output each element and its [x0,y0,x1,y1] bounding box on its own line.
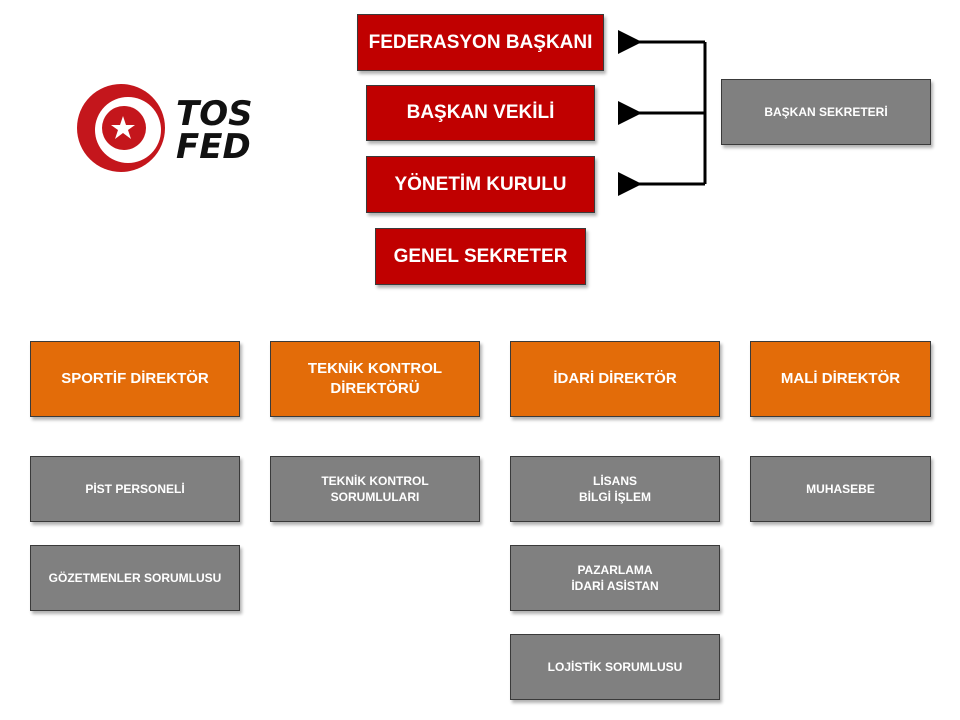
svg-text:TOS: TOS [176,94,253,134]
box-label: MUHASEBE [806,481,875,496]
box-label: TEKNİK KONTROL SORUMLULARI [321,473,429,504]
box-label: PAZARLAMA İDARİ ASİSTAN [571,562,659,593]
box-label: FEDERASYON BAŞKANI [368,31,593,53]
box-label: GENEL SEKRETER [393,245,568,267]
box-label: PİST PERSONELİ [85,481,185,496]
vice-president-box: BAŞKAN VEKİLİ [366,85,595,141]
secretary-general-box: GENEL SEKRETER [375,228,586,285]
unit-box: PAZARLAMA İDARİ ASİSTAN [510,545,720,611]
board-box: YÖNETİM KURULU [366,156,595,213]
unit-box: GÖZETMENLER SORUMLUSU [30,545,240,611]
unit-box: MUHASEBE [750,456,931,522]
finance-director-box: MALİ DİREKTÖR [750,341,931,417]
unit-box: LİSANS BİLGİ İŞLEM [510,456,720,522]
unit-box: TEKNİK KONTROL SORUMLULARI [270,456,480,522]
box-label: YÖNETİM KURULU [394,173,567,195]
sporting-director-box: SPORTİF DİREKTÖR [30,341,240,417]
technical-director-box: TEKNİK KONTROL DİREKTÖRÜ [270,341,480,417]
svg-text:FED: FED [176,127,251,167]
box-label: BAŞKAN VEKİLİ [406,102,555,124]
president-secretary-box: BAŞKAN SEKRETERİ [721,79,931,145]
box-label: MALİ DİREKTÖR [780,369,901,387]
box-label: LİSANS BİLGİ İŞLEM [579,473,651,504]
box-label: BAŞKAN SEKRETERİ [764,104,888,119]
box-label: SPORTİF DİREKTÖR [61,369,209,387]
tosfed-logo: TOS FED [77,84,253,172]
unit-box: PİST PERSONELİ [30,456,240,522]
unit-box: LOJİSTİK SORUMLUSU [510,634,720,700]
box-label: İDARİ DİREKTÖR [553,369,677,387]
admin-director-box: İDARİ DİREKTÖR [510,341,720,417]
federation-president-box: FEDERASYON BAŞKANI [357,14,604,71]
star-icon [111,116,135,139]
box-label: LOJİSTİK SORUMLUSU [547,659,683,674]
box-label: TEKNİK KONTROL DİREKTÖRÜ [307,359,443,397]
box-label: GÖZETMENLER SORUMLUSU [48,570,222,585]
